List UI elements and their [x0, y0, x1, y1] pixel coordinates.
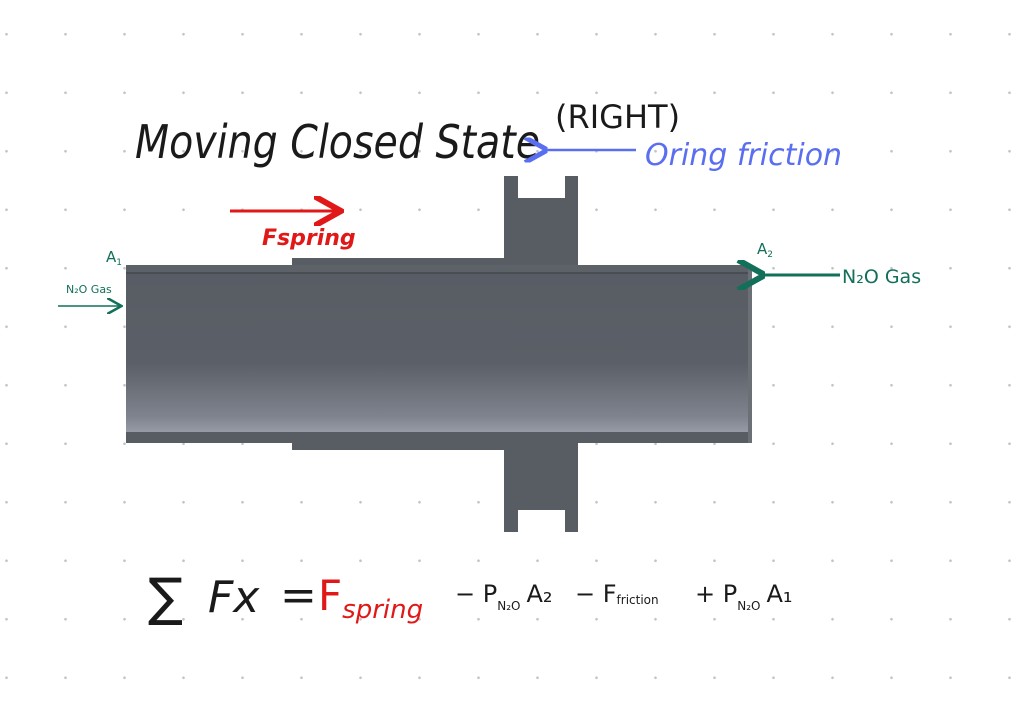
tube-bottom-rim [126, 432, 752, 443]
a2-label: A2 [757, 240, 773, 260]
friction-term: − Ffriction [575, 580, 659, 608]
sum-symbol: ∑ [148, 568, 183, 628]
oring-friction-label: Oring friction [645, 138, 842, 173]
piston-part [126, 176, 752, 532]
title-suffix: (RIGHT) [555, 98, 680, 136]
oring-groove-bottom [518, 510, 565, 532]
tube-end-face [748, 265, 752, 443]
tube [126, 265, 752, 443]
n2o-gas-left-label: N₂O Gas [66, 283, 112, 296]
equals-sign: = [280, 570, 317, 621]
title: Moving Closed State [135, 115, 540, 169]
n2o-gas-right-label: N₂O Gas [842, 266, 921, 288]
a1-label: A1 [106, 248, 122, 268]
oring-groove-top [518, 176, 565, 198]
fspring-label: Fspring [262, 226, 356, 251]
fx-term: Fx [208, 572, 260, 623]
tube-top-rim [126, 265, 752, 273]
fspring-term: Fspring [318, 571, 423, 625]
